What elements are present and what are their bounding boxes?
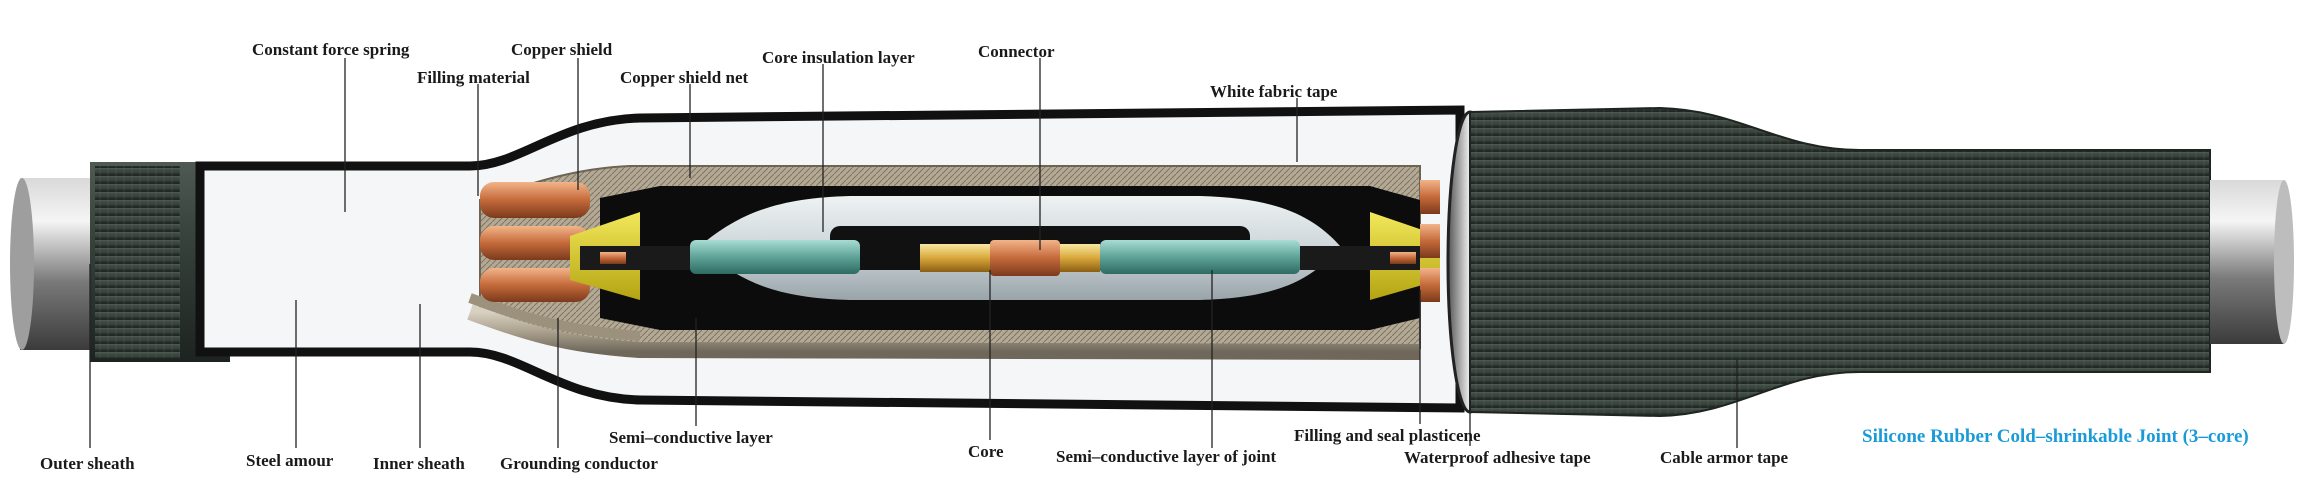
label-waterproof-adhesive-tape: Waterproof adhesive tape [1404, 448, 1591, 467]
label-semi-conductive-layer: Semi–conductive layer [609, 428, 773, 447]
grounding-conductor [467, 293, 1421, 360]
label-white-fabric-tape: White fabric tape [1210, 82, 1338, 101]
label-core: Core [968, 442, 1004, 461]
label-filling-material: Filling material [417, 68, 530, 87]
copper-shield [480, 182, 590, 302]
core [580, 240, 1420, 274]
label-inner-sheath: Inner sheath [373, 454, 465, 473]
outer-sheath-left [90, 162, 230, 362]
label-steel-amour: Steel amour [246, 451, 334, 470]
label-copper-shield: Copper shield [511, 40, 613, 59]
leader-lines [89, 58, 1738, 448]
diagram-caption: Silicone Rubber Cold–shrinkable Joint (3… [1862, 426, 2249, 447]
right-cable-end [2210, 180, 2294, 344]
label-grounding-conductor: Grounding conductor [500, 454, 658, 473]
right-copper-stubs [1420, 180, 1440, 302]
connector [920, 240, 1100, 276]
label-constant-force-spring: Constant force spring [252, 40, 410, 59]
label-filling-and-seal-plasticene: Filling and seal plasticene [1294, 426, 1481, 445]
label-core-insulation-layer: Core insulation layer [762, 48, 915, 67]
label-outer-sheath: Outer sheath [40, 454, 135, 473]
label-copper-shield-net: Copper shield net [620, 68, 748, 87]
label-cable-armor-tape: Cable armor tape [1660, 448, 1789, 467]
label-semi-conductive-layer-of-joint: Semi–conductive layer of joint [1056, 447, 1277, 466]
label-connector: Connector [978, 42, 1055, 61]
cable-armor-tape [1469, 106, 2211, 418]
